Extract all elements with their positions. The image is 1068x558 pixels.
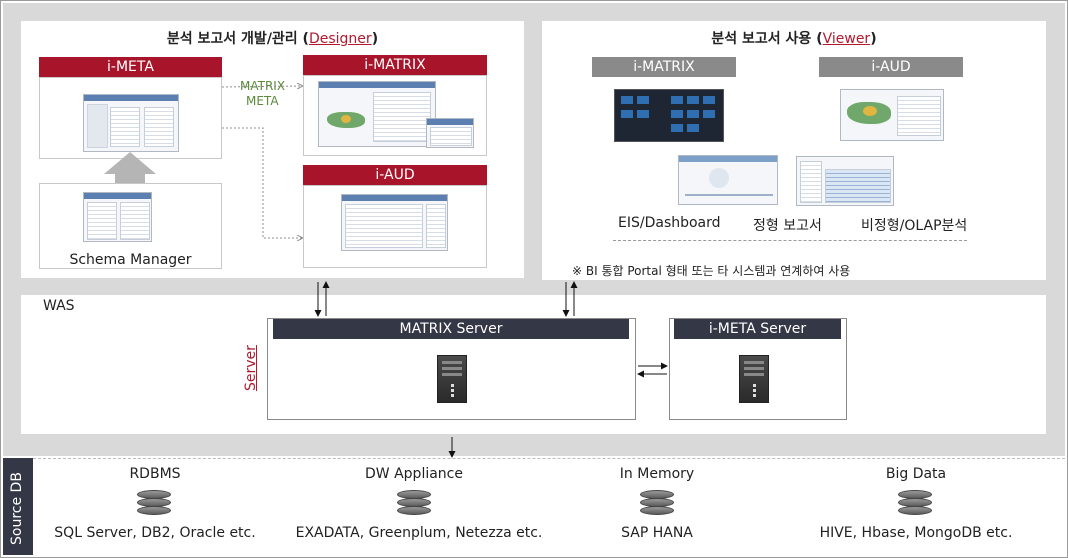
background-strip — [3, 447, 1065, 456]
viewer-imatrix-header: i-MATRIX — [592, 57, 736, 77]
olap-label: 비정형/OLAP분석 — [861, 218, 968, 234]
designer-iaud-screenshot — [341, 194, 448, 251]
designer-imatrix-header: i-MATRIX — [303, 55, 487, 75]
source-group-desc-dw: EXADATA, Greenplum, Netezza etc. — [295, 525, 543, 541]
schema-manager-label: Schema Manager — [69, 252, 192, 268]
designer-title-accent: Designer — [308, 31, 372, 47]
imeta-to-iaud-arrow — [222, 127, 302, 238]
source-group-title-bigdata: Big Data — [885, 466, 947, 482]
eis-label: EIS/Dashboard — [618, 215, 721, 231]
source-group-title-inmemory: In Memory — [619, 466, 695, 482]
viewer-iaud-screenshot — [840, 89, 944, 141]
database-icon-inmemory — [640, 490, 674, 518]
database-icon-rdbms — [137, 490, 171, 518]
eis-dashboard-screenshot — [614, 89, 724, 142]
designer-title: 분석 보고서 개발/관리 (Designer) — [166, 31, 379, 47]
viewer-iaud-header: i-AUD — [819, 57, 963, 77]
imeta-server-header: i-META Server — [674, 319, 841, 339]
designer-imatrix-screenshot — [318, 81, 436, 147]
source-group-title-dw: DW Appliance — [365, 466, 463, 482]
up-arrow-icon — [104, 152, 156, 174]
was-label: WAS — [43, 298, 75, 314]
source-group-desc-bigdata: HIVE, Hbase, MongoDB etc. — [819, 525, 1013, 541]
designer-iaud-header: i-AUD — [303, 165, 487, 185]
matrix-server-icon — [437, 355, 467, 403]
fixed-report-screenshot — [678, 155, 778, 205]
source-group-title-rdbms: RDBMS — [129, 466, 181, 482]
imeta-header: i-META — [39, 57, 222, 77]
database-icon-dw — [397, 490, 431, 518]
source-divider — [33, 458, 1065, 459]
source-db-label-box — [3, 458, 33, 555]
database-icon-bigdata — [898, 490, 932, 518]
viewer-divider — [613, 240, 967, 241]
imeta-server-icon — [739, 355, 769, 403]
viewer-note: ※ BI 통합 Portal 형태 또는 타 시스템과 연계하여 사용 — [572, 264, 851, 278]
matrix-meta-label-2: META — [246, 94, 279, 108]
viewer-title: 분석 보고서 사용 (Viewer) — [711, 31, 877, 47]
source-group-desc-rdbms: SQL Server, DB2, Oracle etc. — [54, 525, 256, 541]
schema-manager-screenshot — [83, 192, 152, 242]
fixed-report-label: 정형 보고서 — [753, 218, 822, 234]
olap-screenshot — [796, 156, 894, 206]
matrix-server-header: MATRIX Server — [273, 319, 629, 339]
source-group-desc-inmemory: SAP HANA — [621, 525, 693, 541]
imeta-screenshot — [83, 94, 179, 152]
designer-imatrix-screenshot-2 — [426, 118, 474, 148]
imeta-to-imatrix-arrow — [221, 86, 302, 87]
viewer-title-accent: Viewer — [822, 31, 871, 47]
